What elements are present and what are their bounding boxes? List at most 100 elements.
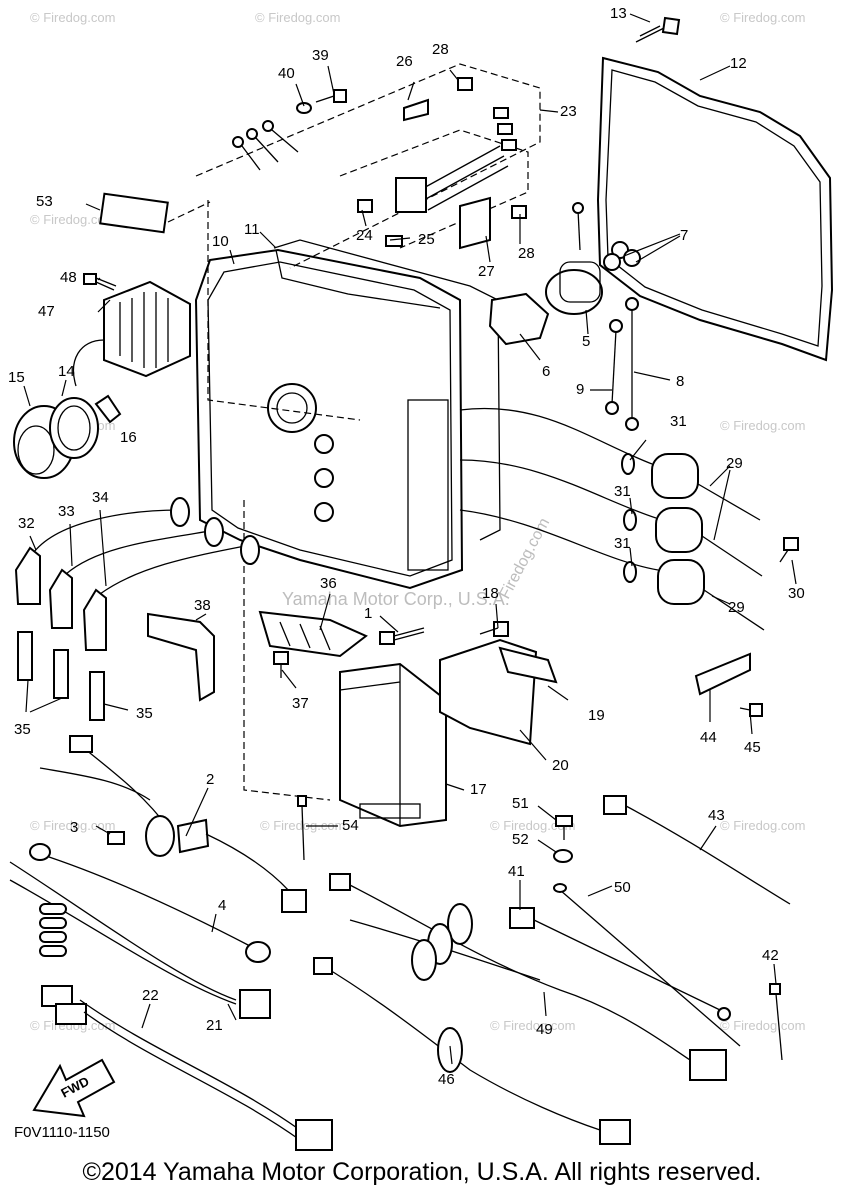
callout-31: 31 bbox=[614, 483, 631, 500]
band-part-42 bbox=[769, 983, 783, 1061]
callout-1: 1 bbox=[364, 605, 372, 622]
callout-40: 40 bbox=[278, 65, 295, 82]
bracket-part-26 bbox=[403, 98, 429, 122]
callout-17: 17 bbox=[470, 781, 487, 798]
bolt-part-1 bbox=[379, 627, 425, 645]
callout-20: 20 bbox=[552, 757, 569, 774]
washer-part-52 bbox=[553, 849, 573, 863]
callout-8: 8 bbox=[676, 373, 684, 390]
callout-14: 14 bbox=[58, 363, 75, 380]
grommets-part-31 bbox=[621, 453, 637, 583]
band-part-54 bbox=[297, 795, 307, 861]
fuse-holder-part-19 bbox=[498, 646, 558, 684]
lead-part-8 bbox=[625, 297, 639, 431]
screw-part-3 bbox=[107, 831, 125, 845]
watermark: © Firedog.com bbox=[720, 1018, 805, 1033]
callout-48: 48 bbox=[60, 269, 77, 286]
callout-50: 50 bbox=[614, 879, 631, 896]
callout-47: 47 bbox=[38, 303, 55, 320]
callout-42: 42 bbox=[762, 947, 779, 964]
callouts: 1 2 3 4 5 6 7 8 9 10 11 12 13 14 15 16 1… bbox=[8, 5, 805, 1088]
watermark: © Firedog.com bbox=[30, 1018, 115, 1033]
holder-part-27 bbox=[459, 196, 491, 250]
harness-part-49 bbox=[329, 873, 727, 1081]
regulator-part-47 bbox=[72, 280, 191, 387]
callout-35: 35 bbox=[14, 721, 31, 738]
watermark: © Firedog.com bbox=[255, 10, 340, 25]
callout-30: 30 bbox=[788, 585, 805, 602]
cap-part-15 bbox=[13, 397, 99, 479]
box-gasket-part-11 bbox=[273, 239, 501, 541]
screw-part-39 bbox=[315, 89, 347, 103]
callout-19: 19 bbox=[588, 707, 605, 724]
connector-part-25 bbox=[385, 235, 403, 247]
callout-43: 43 bbox=[708, 807, 725, 824]
harness-part-46 bbox=[313, 957, 631, 1145]
screw-part-18 bbox=[479, 621, 509, 637]
watermark: © Firedog.com bbox=[490, 818, 575, 833]
electrical-box-part-10 bbox=[194, 248, 464, 590]
label-part-53 bbox=[99, 192, 169, 234]
screw-part-13 bbox=[635, 16, 681, 43]
callout-2: 2 bbox=[206, 771, 214, 788]
screws-part-28 bbox=[457, 77, 527, 219]
callout-39: 39 bbox=[312, 47, 329, 64]
cdi-unit-part-17 bbox=[339, 662, 447, 828]
callout-22: 22 bbox=[142, 987, 159, 1004]
callout-6: 6 bbox=[542, 363, 550, 380]
callout-11: 11 bbox=[244, 221, 260, 238]
fwd-arrow: FWD bbox=[32, 1058, 116, 1118]
spark-plugs-part-35 bbox=[17, 631, 105, 721]
watermark: © Firedog.com bbox=[30, 212, 115, 227]
bolt-part-45 bbox=[739, 703, 763, 717]
harness-part-21 bbox=[9, 861, 271, 1019]
drawing-code: F0V1110-1150 bbox=[14, 1124, 110, 1141]
callout-52: 52 bbox=[512, 831, 529, 848]
callout-28: 28 bbox=[432, 41, 449, 58]
callout-25: 25 bbox=[418, 231, 435, 248]
callout-13: 13 bbox=[610, 5, 627, 22]
callout-45: 45 bbox=[744, 739, 761, 756]
watermark: © Firedog.com bbox=[30, 818, 115, 833]
watermark: © Firedog.com bbox=[720, 10, 805, 25]
washer-part-40 bbox=[296, 102, 312, 114]
plug-caps-part-32-34 bbox=[14, 497, 260, 651]
holder-part-38 bbox=[147, 612, 215, 702]
clamp-part-36 bbox=[258, 610, 368, 658]
callout-15: 15 bbox=[8, 369, 25, 386]
callout-49: 49 bbox=[536, 1021, 553, 1038]
callout-38: 38 bbox=[194, 597, 211, 614]
callout-3: 3 bbox=[70, 819, 78, 836]
callout-16: 16 bbox=[120, 429, 137, 446]
callout-9: 9 bbox=[576, 381, 584, 398]
callout-23: 23 bbox=[560, 103, 577, 120]
terminal-leads bbox=[232, 120, 299, 171]
callout-44: 44 bbox=[700, 729, 717, 746]
harness-part-22 bbox=[41, 985, 333, 1151]
watermark-center: Yamaha Motor Corp., U.S.A. bbox=[282, 589, 510, 609]
callout-12: 12 bbox=[730, 55, 747, 72]
connector-part-24 bbox=[357, 199, 373, 213]
ignition-coils-part-29 bbox=[459, 407, 765, 631]
watermark: © Firedog.com bbox=[720, 818, 805, 833]
bolt-part-51 bbox=[555, 815, 573, 840]
harness-part-4 bbox=[29, 843, 271, 963]
watermark: © Firedog.com bbox=[30, 10, 115, 25]
callout-54: 54 bbox=[342, 817, 359, 834]
callout-31: 31 bbox=[614, 535, 631, 552]
callout-51: 51 bbox=[512, 795, 529, 812]
bolt-part-48 bbox=[83, 273, 117, 291]
copyright-notice: ©2014 Yamaha Motor Corporation, U.S.A. A… bbox=[82, 1158, 762, 1186]
callout-37: 37 bbox=[292, 695, 309, 712]
screw-part-37 bbox=[273, 651, 289, 678]
callout-10: 10 bbox=[212, 233, 229, 250]
callout-5: 5 bbox=[582, 333, 590, 350]
callout-27: 27 bbox=[478, 263, 495, 280]
lead-part-41 bbox=[509, 907, 731, 1021]
lead-part-43 bbox=[603, 795, 791, 905]
gasket-part-12 bbox=[596, 56, 834, 362]
leader-lines bbox=[23, 13, 797, 1065]
callout-53: 53 bbox=[36, 193, 53, 210]
callout-7: 7 bbox=[680, 227, 688, 244]
